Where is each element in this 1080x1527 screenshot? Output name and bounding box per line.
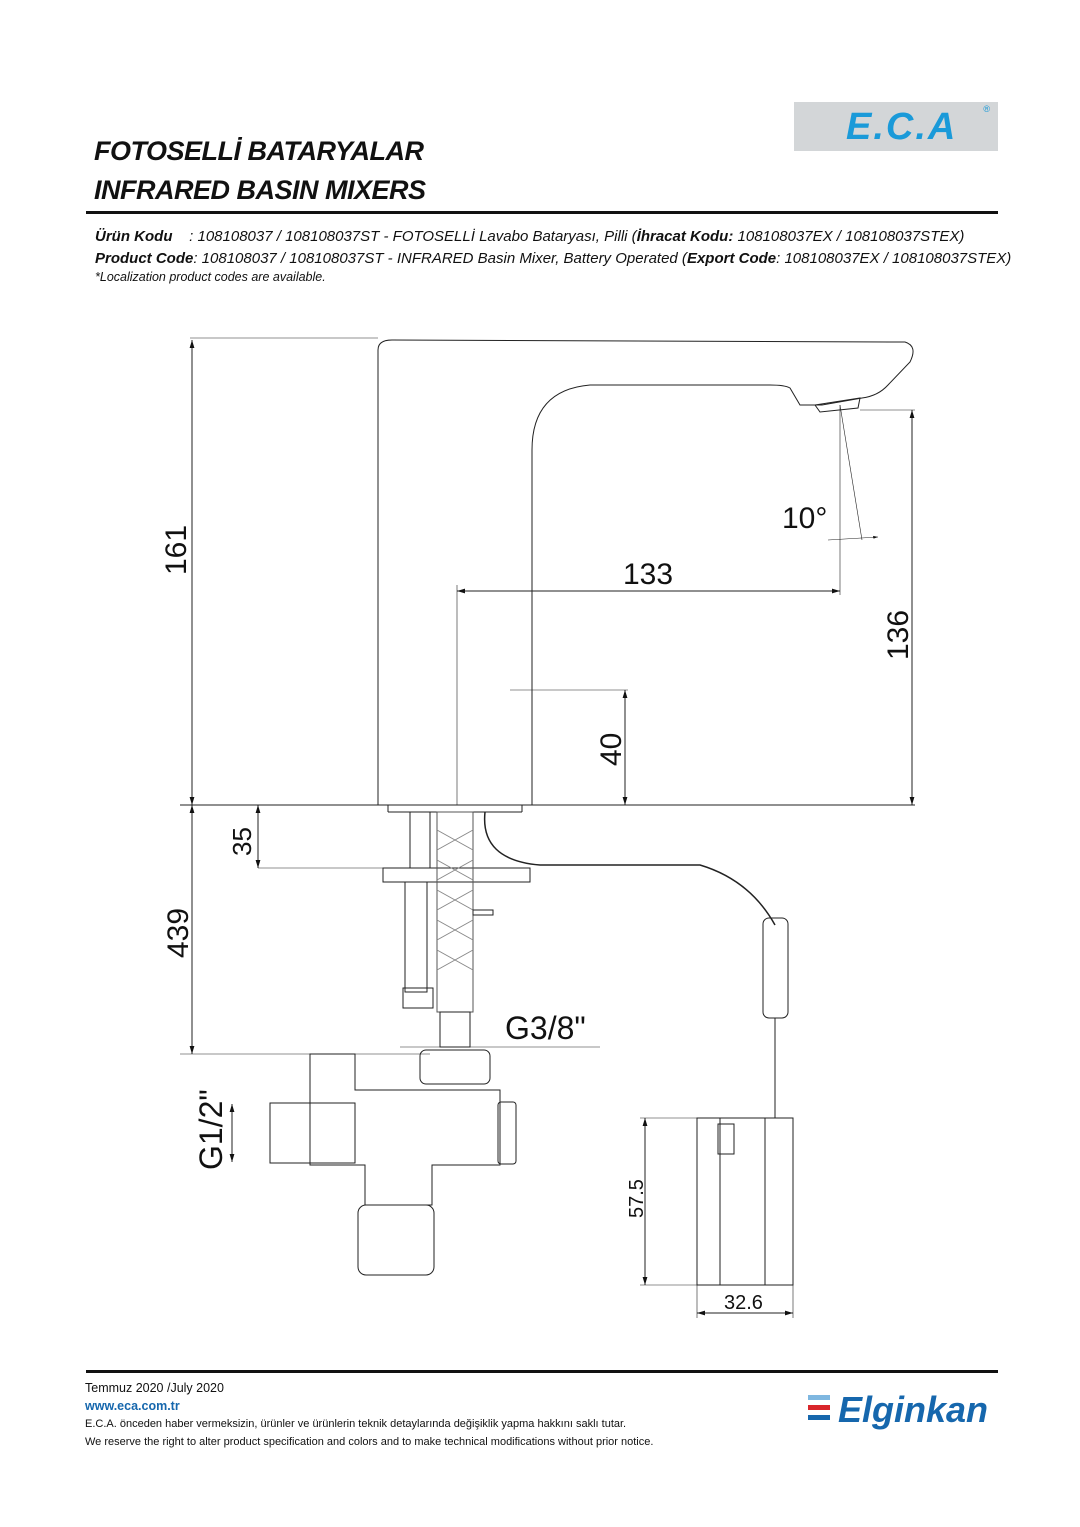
website-link[interactable]: www.eca.com.tr xyxy=(85,1399,180,1413)
product-code-en: Product Code: 108108037 / 108108037ST - … xyxy=(95,250,1011,267)
text: : 108108037 / 108108037ST - INFRARED Bas… xyxy=(193,250,687,267)
text: : 108108037 / 108108037ST - FOTOSELLİ La… xyxy=(172,228,637,245)
product-code-tr: Ürün Kodu : 108108037 / 108108037ST - FO… xyxy=(95,228,964,245)
label: Ürün Kodu xyxy=(95,228,173,245)
title-en: INFRARED BASIN MIXERS xyxy=(94,175,426,205)
registered-mark: ® xyxy=(983,104,990,114)
dim-32-6: 32.6 xyxy=(724,1292,763,1314)
label: İhracat Kodu: xyxy=(636,228,734,245)
disclaimer-tr: E.C.A. önceden haber vermeksizin, ürünle… xyxy=(85,1418,627,1430)
title-tr: FOTOSELLİ BATARYALAR xyxy=(94,136,424,166)
dim-g38: G3/8" xyxy=(505,1010,586,1046)
angle-valve xyxy=(309,1053,501,1206)
footer-rule xyxy=(86,1370,998,1373)
localization-note: *Localization product codes are availabl… xyxy=(95,270,326,284)
label: Export Code xyxy=(686,250,777,267)
text: : 108108037EX / 108108037STEX) xyxy=(776,250,1012,267)
logo-bar xyxy=(808,1415,830,1420)
dim-g12: G1/2" xyxy=(193,1089,229,1170)
dim-angle: 10° xyxy=(782,502,827,535)
dim-40: 40 xyxy=(595,733,628,766)
faucet-body xyxy=(377,339,914,805)
header-rule xyxy=(86,211,998,214)
footer-date: Temmuz 2020 /July 2020 xyxy=(85,1381,224,1395)
dim-136: 136 xyxy=(882,610,915,660)
hose-nut xyxy=(419,1049,491,1085)
mounting-plate xyxy=(382,867,531,883)
logo-bar xyxy=(808,1405,830,1410)
dim-439: 439 xyxy=(162,908,195,958)
label: Product Code xyxy=(95,250,194,267)
logo-bar xyxy=(808,1395,830,1400)
dim-57-5: 57.5 xyxy=(626,1179,648,1218)
logo-text: E.C.A xyxy=(846,106,958,148)
dim-161: 161 xyxy=(160,525,193,575)
text: 108108037EX / 108108037STEX) xyxy=(733,228,965,245)
eca-logo: E.C.A ® xyxy=(794,102,998,151)
disclaimer-en: We reserve the right to alter product sp… xyxy=(85,1436,654,1448)
dim-35: 35 xyxy=(227,827,257,856)
battery-box xyxy=(696,1117,794,1286)
braided-hose xyxy=(436,811,474,1013)
brand-text: Elginkan xyxy=(838,1389,989,1430)
dim-133: 133 xyxy=(623,558,673,591)
